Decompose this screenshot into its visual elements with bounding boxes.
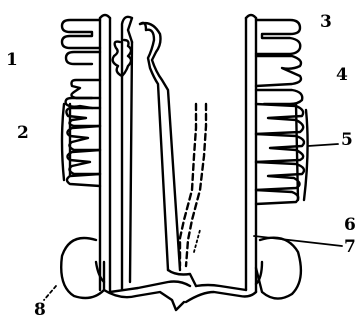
- callout-label-2: 2: [17, 125, 29, 142]
- right-column: [246, 15, 308, 299]
- right-top-cap: [246, 15, 256, 18]
- callout-label-7: 7: [344, 239, 356, 256]
- center-structures: [104, 17, 256, 310]
- base-connector-upper-right: [196, 285, 246, 290]
- center-hook-stem-outer: [140, 23, 180, 270]
- leader-6: [194, 230, 200, 252]
- left-lamellae: [62, 20, 100, 186]
- leader-7: [254, 236, 342, 246]
- leader-5: [308, 144, 338, 146]
- base-connector-right: [186, 292, 256, 302]
- base-connector-left: [104, 290, 184, 310]
- left-column: [61, 15, 110, 298]
- right-lamellae: [256, 20, 308, 204]
- callout-label-4: 4: [336, 67, 348, 84]
- left-top-cap: [100, 15, 110, 18]
- center-stalk-inner: [130, 42, 132, 282]
- center-hook-tip: [140, 23, 146, 30]
- callout-label-5: 5: [341, 132, 353, 149]
- leader-8: [44, 286, 56, 300]
- callout-label-1: 1: [6, 52, 18, 69]
- callout-label-3: 3: [320, 14, 332, 31]
- center-hook-stem-inner: [146, 30, 168, 270]
- callout-label-8: 8: [34, 302, 46, 319]
- callout-label-6: 6: [344, 217, 356, 234]
